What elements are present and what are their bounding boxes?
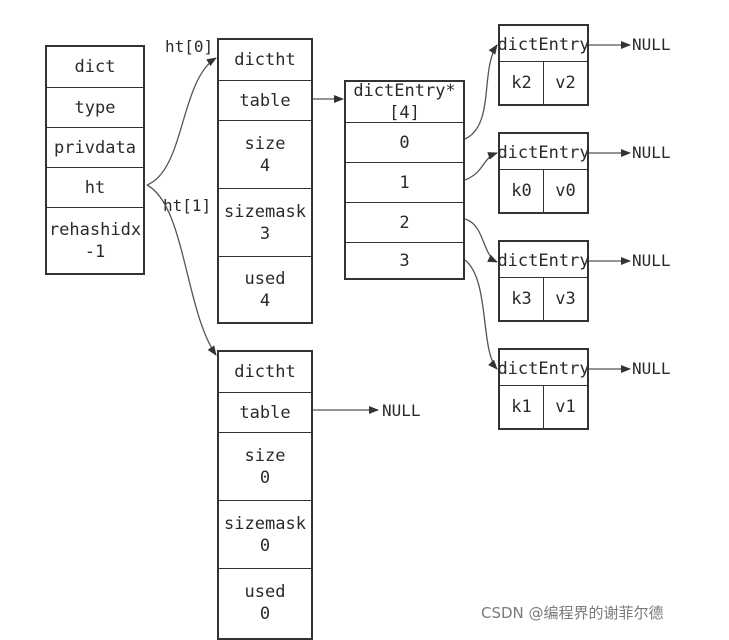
- dict-entry-header: dictEntry: [497, 143, 590, 163]
- ht1-used-value: 0: [259, 603, 271, 624]
- ht0-label: ht[0]: [165, 37, 214, 56]
- table-slot: 0: [346, 122, 463, 162]
- ht1-size-label: size: [244, 445, 286, 466]
- table-slot: 3: [346, 242, 463, 278]
- ht1-header: dictht: [234, 362, 296, 382]
- slot0-arrow: [464, 44, 498, 140]
- dict-name-cell: dict: [47, 47, 143, 87]
- table-slot: 1: [346, 162, 463, 202]
- ht0-table-field: table: [239, 90, 291, 111]
- dict-privdata-field: privdata: [54, 137, 136, 158]
- dict-entry-value: v1: [555, 397, 576, 417]
- ht1-size-cell: size 0: [219, 432, 311, 500]
- ht1-table-field: table: [239, 402, 291, 423]
- ht0-sizemask-label: sizemask: [224, 201, 306, 222]
- ht0-dictht: dictht table size 4 sizemask 3 used 4: [217, 38, 313, 324]
- ht1-header-cell: dictht: [219, 352, 311, 392]
- dict-rehashidx-value: -1: [84, 241, 106, 262]
- ht0-size-value: 4: [259, 155, 271, 176]
- dict-entry-key: k2: [500, 62, 544, 104]
- ht0-used-cell: used 4: [219, 256, 311, 322]
- ht1-used-cell: used 0: [219, 568, 311, 636]
- dict-entry: dictEntry k3 v3: [497, 240, 590, 322]
- null-label: NULL: [632, 359, 671, 378]
- dict-rehashidx-field: rehashidx: [48, 219, 142, 240]
- null-label: NULL: [632, 35, 671, 54]
- ht1-label: ht[1]: [163, 196, 212, 215]
- dict-entry-header: dictEntry: [497, 251, 590, 271]
- ht1-sizemask-value: 0: [259, 535, 271, 556]
- ht1-sizemask-label: sizemask: [224, 513, 306, 534]
- table-slot-index: 1: [399, 172, 410, 193]
- ht1-arrow: [146, 184, 217, 356]
- null-label: NULL: [382, 401, 421, 420]
- dict-type-cell: type: [47, 87, 143, 127]
- dict-entry-key: k3: [500, 278, 544, 320]
- dict-entry-value: v3: [555, 289, 576, 309]
- ht0-size-label: size: [244, 133, 286, 154]
- dict-entry: dictEntry k2 v2: [497, 24, 590, 106]
- table-slot-index: 3: [399, 250, 410, 271]
- ht1-used-label: used: [244, 581, 286, 602]
- ht0-sizemask-value: 3: [259, 223, 271, 244]
- ht0-sizemask-cell: sizemask 3: [219, 188, 311, 256]
- table-slot-index: 0: [399, 132, 410, 153]
- dict-ht-cell: ht: [47, 167, 143, 207]
- dict-entry-value: v2: [555, 73, 576, 93]
- table-slot-index: 2: [399, 212, 410, 233]
- ht0-table-cell: table: [219, 80, 311, 120]
- ht0-header: dictht: [234, 50, 296, 70]
- table-array-header: dictEntry*[4]: [353, 81, 456, 123]
- ht0-header-cell: dictht: [219, 40, 311, 80]
- null-label: NULL: [632, 143, 671, 162]
- dict-entry: dictEntry k1 v1: [497, 348, 590, 430]
- dict-name: dict: [74, 57, 116, 77]
- table-array-header-cell: dictEntry*[4]: [346, 81, 463, 123]
- dict-entry-header: dictEntry: [497, 359, 590, 379]
- table-array: dictEntry*[4] 0 1 2 3: [344, 80, 465, 280]
- null-label: NULL: [632, 251, 671, 270]
- ht1-size-value: 0: [259, 467, 271, 488]
- dict-rehashidx-cell: rehashidx -1: [47, 207, 143, 273]
- dict-entry-key: k1: [500, 386, 544, 428]
- dict-ht-field: ht: [84, 177, 106, 198]
- ht0-arrow: [146, 57, 217, 186]
- dict-struct: dict type privdata ht rehashidx -1: [45, 45, 145, 275]
- slot2-arrow: [464, 218, 498, 263]
- dict-entry: dictEntry k0 v0: [497, 132, 590, 214]
- ht0-size-cell: size 4: [219, 120, 311, 188]
- ht1-sizemask-cell: sizemask 0: [219, 500, 311, 568]
- ht1-table-cell: table: [219, 392, 311, 432]
- dict-type-field: type: [74, 97, 116, 118]
- ht0-used-label: used: [244, 268, 286, 289]
- dict-entry-key: k0: [500, 170, 544, 212]
- watermark: CSDN @编程界的谢菲尔德: [481, 604, 664, 622]
- dict-entry-value: v0: [555, 181, 576, 201]
- ht0-used-value: 4: [259, 290, 271, 311]
- dict-entry-header: dictEntry: [497, 35, 590, 55]
- table-slot: 2: [346, 202, 463, 242]
- slot3-arrow: [464, 259, 498, 370]
- dict-privdata-cell: privdata: [47, 127, 143, 167]
- slot1-arrow: [464, 152, 498, 181]
